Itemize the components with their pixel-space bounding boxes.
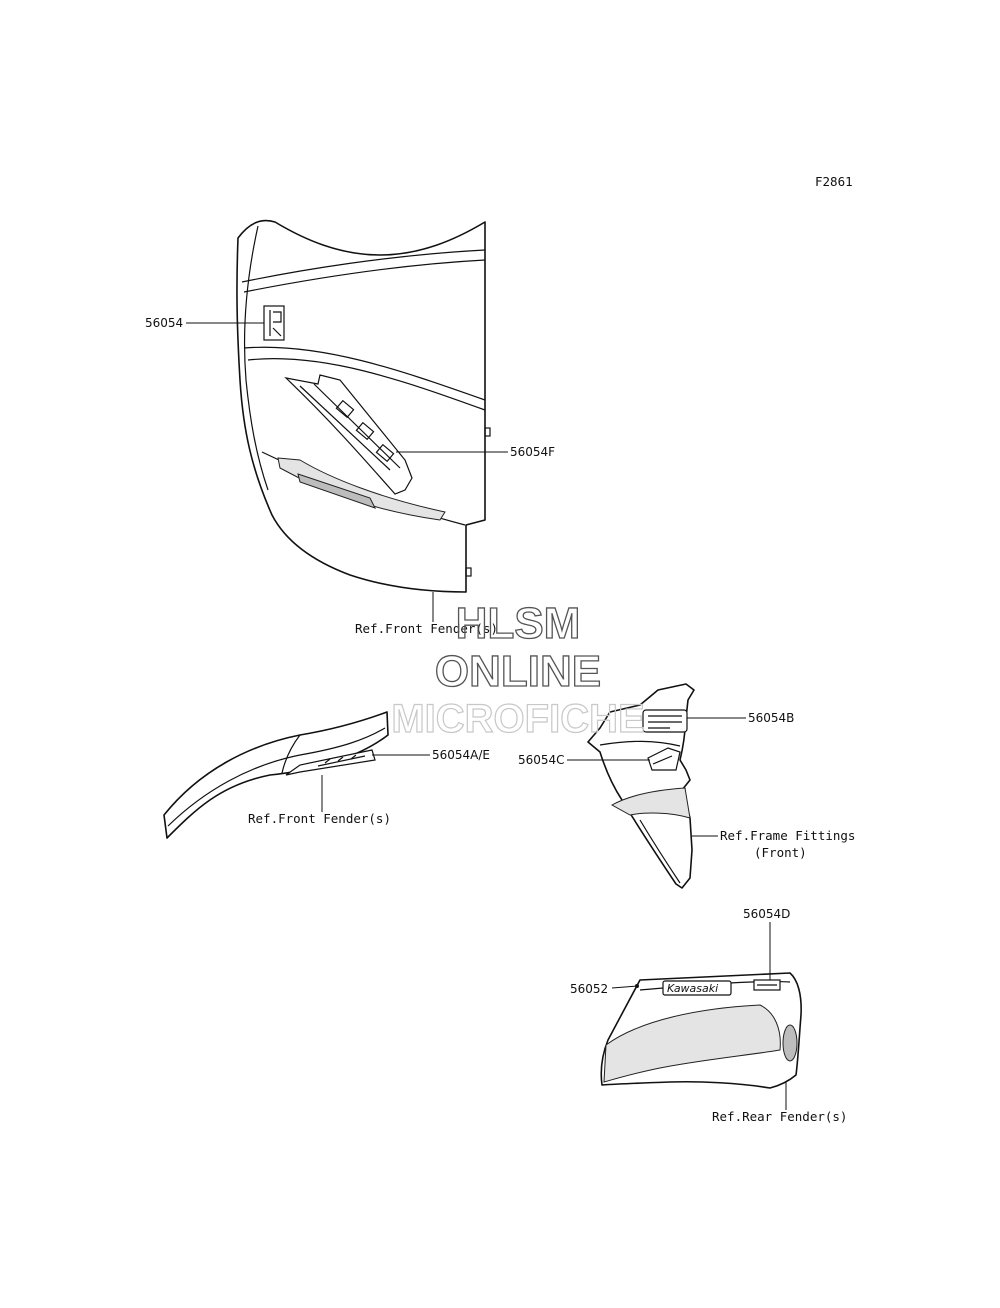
- decal-56054: [263, 305, 285, 341]
- label-56054F: 56054F: [510, 445, 555, 459]
- front-fender-illustration: [163, 711, 389, 839]
- leader-56052: [611, 985, 638, 989]
- ref-front-fender-1: Ref.Front Fender(s): [355, 621, 498, 636]
- ref-rear-fender: Ref.Rear Fender(s): [712, 1109, 847, 1124]
- watermark-line1: HLSM: [456, 599, 581, 648]
- ref-frame-fittings-line2: (Front): [754, 845, 807, 860]
- decal-56054F: [284, 374, 413, 495]
- watermark-line2: ONLINE: [435, 647, 601, 696]
- watermark-line3: MICROFICHE: [391, 697, 644, 741]
- label-56054D: 56054D: [743, 907, 790, 921]
- decal-56052: Kawasaki: [662, 980, 732, 996]
- ref-front-fender-2: Ref.Front Fender(s): [248, 811, 391, 826]
- ref-frame-fittings-line1: Ref.Frame Fittings: [720, 828, 855, 843]
- label-56054B: 56054B: [748, 711, 794, 725]
- frame-fitting-cover-illustration: [587, 683, 695, 889]
- decal-56054C: [647, 747, 681, 771]
- front-fairing-illustration: [236, 219, 491, 593]
- rear-fender-illustration: [600, 972, 802, 1089]
- watermark: HLSM ONLINE MICROFICHE: [391, 598, 646, 741]
- label-56054: 56054: [145, 316, 183, 330]
- label-56054C: 56054C: [518, 753, 565, 767]
- figure-code: F2861: [815, 174, 853, 189]
- kawasaki-decal-text: Kawasaki: [667, 982, 718, 995]
- label-56054AE: 56054A/E: [432, 748, 490, 762]
- decal-56054B: [642, 709, 688, 733]
- pointer-56052: [635, 984, 639, 988]
- label-56052: 56052: [570, 982, 608, 996]
- decal-56054D: [753, 979, 781, 991]
